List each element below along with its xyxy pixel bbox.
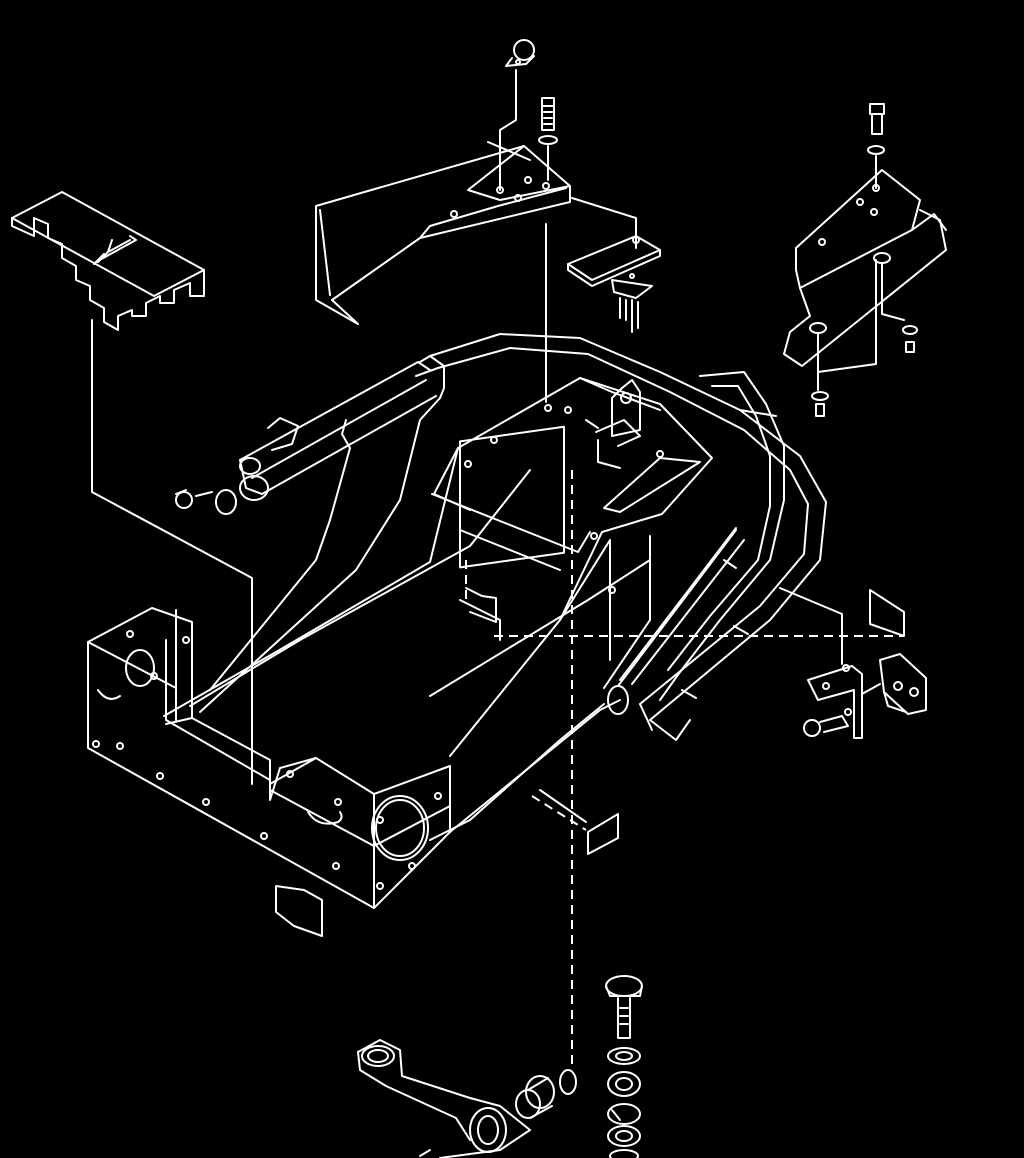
- frame: [88, 378, 712, 908]
- dashed-leaders: [466, 470, 904, 1070]
- step-plate: [12, 192, 252, 784]
- small-bracket: [780, 588, 926, 738]
- hitch-plate: [568, 236, 660, 332]
- right-bracket: [784, 104, 946, 416]
- top-bolt: [539, 98, 557, 180]
- bolt-stack: [606, 976, 642, 1158]
- rear-frame-tube: [176, 334, 826, 840]
- leveling-arm: [358, 1040, 576, 1158]
- top-bracket: [316, 70, 636, 402]
- cable-clip: [506, 40, 534, 66]
